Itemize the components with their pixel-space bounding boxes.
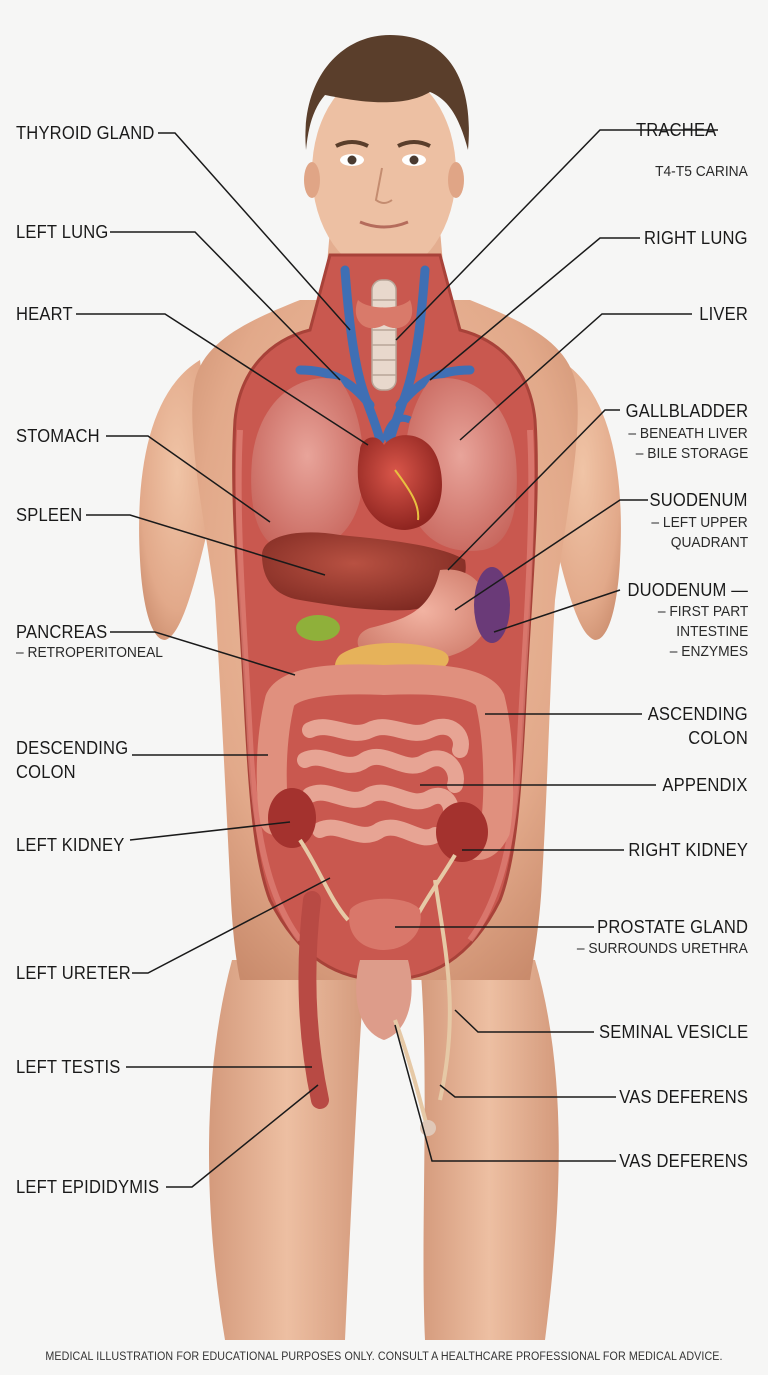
label-ascending-colon-2: COLON	[688, 728, 748, 748]
label-appendix: APPENDIX	[662, 775, 748, 795]
label-suodenum-sub-2: QUADRANT	[670, 534, 748, 551]
label-descending-colon: DESCENDING	[16, 738, 129, 758]
label-left-kidney: LEFT KIDNEY	[16, 835, 125, 855]
head	[304, 35, 469, 274]
heart-organ	[357, 414, 442, 530]
label-stomach: STOMACH	[16, 426, 100, 446]
left-kidney-organ	[268, 788, 316, 848]
label-right-lung: RIGHT LUNG	[644, 228, 748, 248]
label-gallbladder: GALLBLADDER	[625, 401, 748, 421]
thyroid-gland-organ	[355, 300, 413, 329]
legs	[208, 960, 559, 1340]
label-left-epididymis: LEFT EPIDIDYMIS	[16, 1177, 160, 1197]
label-liver: LIVER	[699, 304, 748, 324]
label-pancreas: PANCREAS	[16, 622, 108, 642]
label-left-ureter: LEFT URETER	[16, 963, 131, 983]
label-duodenum-sub-3: – ENZYMES	[669, 643, 748, 660]
left-lung-organ	[251, 378, 364, 551]
liver-organ	[262, 532, 466, 611]
trachea	[371, 279, 397, 391]
label-duodenum-sub-1: – FIRST PART	[657, 603, 748, 620]
bladder-prostate	[349, 898, 421, 950]
spleen-organ	[474, 567, 510, 643]
label-prostate-gland: PROSTATE GLAND	[596, 917, 748, 937]
label-right-kidney: RIGHT KIDNEY	[628, 840, 748, 860]
right-kidney-organ	[436, 802, 488, 862]
disclaimer-footer: MEDICAL ILLUSTRATION FOR EDUCATIONAL PUR…	[45, 1351, 723, 1363]
label-suodenum-sub-1: – LEFT UPPER	[651, 514, 748, 531]
label-thyroid-gland: THYROID GLAND	[16, 123, 155, 143]
small-intestine	[297, 718, 469, 846]
label-descending-colon-2: COLON	[16, 762, 76, 782]
genital-region	[356, 960, 412, 1040]
label-duodenum-sub-2: INTESTINE	[675, 623, 748, 640]
label-vas-deferens-2: VAS DEFERENS	[619, 1151, 748, 1171]
gallbladder-organ	[296, 615, 340, 641]
label-duodenum: DUODENUM —	[627, 580, 748, 600]
label-left-testis: LEFT TESTIS	[16, 1057, 121, 1077]
label-gallbladder-sub-2: – BILE STORAGE	[635, 445, 748, 462]
label-trachea: TRACHEA	[635, 120, 716, 140]
label-left-lung: LEFT LUNG	[16, 222, 109, 242]
leader-lines	[76, 129, 718, 1188]
label-trachea-sub: T4-T5 CARINA	[655, 163, 748, 180]
label-seminal-vesicle: SEMINAL VESICLE	[598, 1022, 748, 1042]
stomach-organ	[357, 569, 488, 662]
label-spleen: SPLEEN	[16, 505, 83, 525]
label-heart: HEART	[16, 304, 73, 324]
label-vas-deferens-1: VAS DEFERENS	[619, 1087, 748, 1107]
label-prostate-gland-sub: – SURROUNDS URETHRA	[577, 940, 748, 957]
label-suodenum: SUODENUM	[649, 490, 748, 510]
label-gallbladder-sub-1: – BENEATH LIVER	[628, 425, 748, 442]
label-ascending-colon: ASCENDING	[647, 704, 748, 724]
label-pancreas-sub: – RETROPERITONEAL	[16, 644, 163, 661]
